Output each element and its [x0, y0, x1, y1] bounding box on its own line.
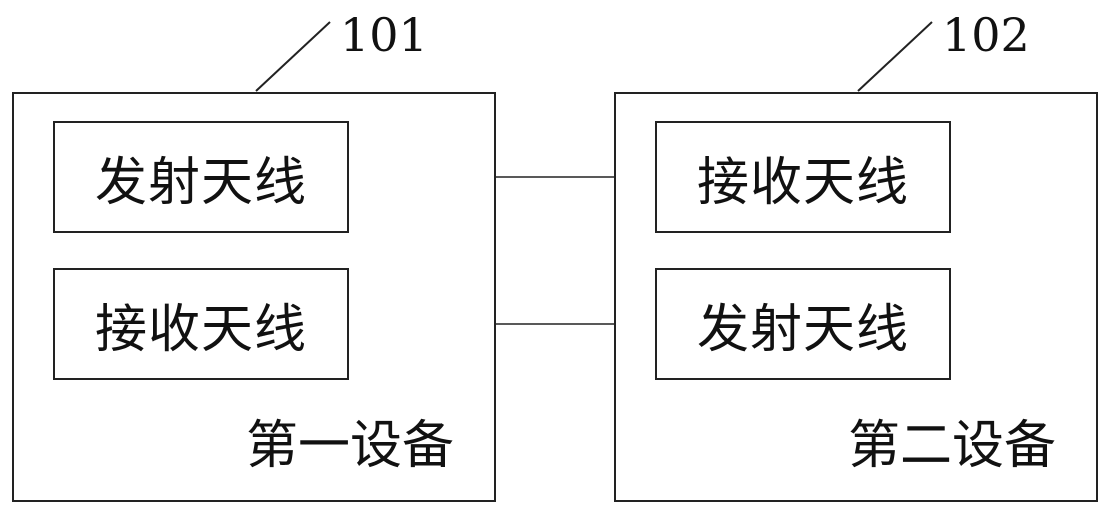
device-1-receive-antenna: 接收天线 — [53, 268, 349, 380]
device-1-receive-antenna-label: 接收天线 — [94, 299, 307, 360]
device-1-transmit-antenna: 发射天线 — [53, 121, 349, 233]
leader-line-101 — [255, 21, 331, 92]
reference-number-102: 102 — [942, 8, 1030, 62]
leader-line-102 — [857, 21, 933, 92]
device-2-receive-antenna-label: 接收天线 — [696, 152, 909, 213]
reference-number-101: 101 — [340, 8, 428, 62]
first-device-label: 第一设备 — [246, 416, 455, 476]
device-2-transmit-antenna-label: 发射天线 — [696, 299, 909, 360]
second-device-label: 第二设备 — [848, 416, 1057, 476]
device-1-transmit-antenna-label: 发射天线 — [94, 152, 307, 213]
device-2-transmit-antenna: 发射天线 — [655, 268, 951, 380]
device-2-receive-antenna: 接收天线 — [655, 121, 951, 233]
